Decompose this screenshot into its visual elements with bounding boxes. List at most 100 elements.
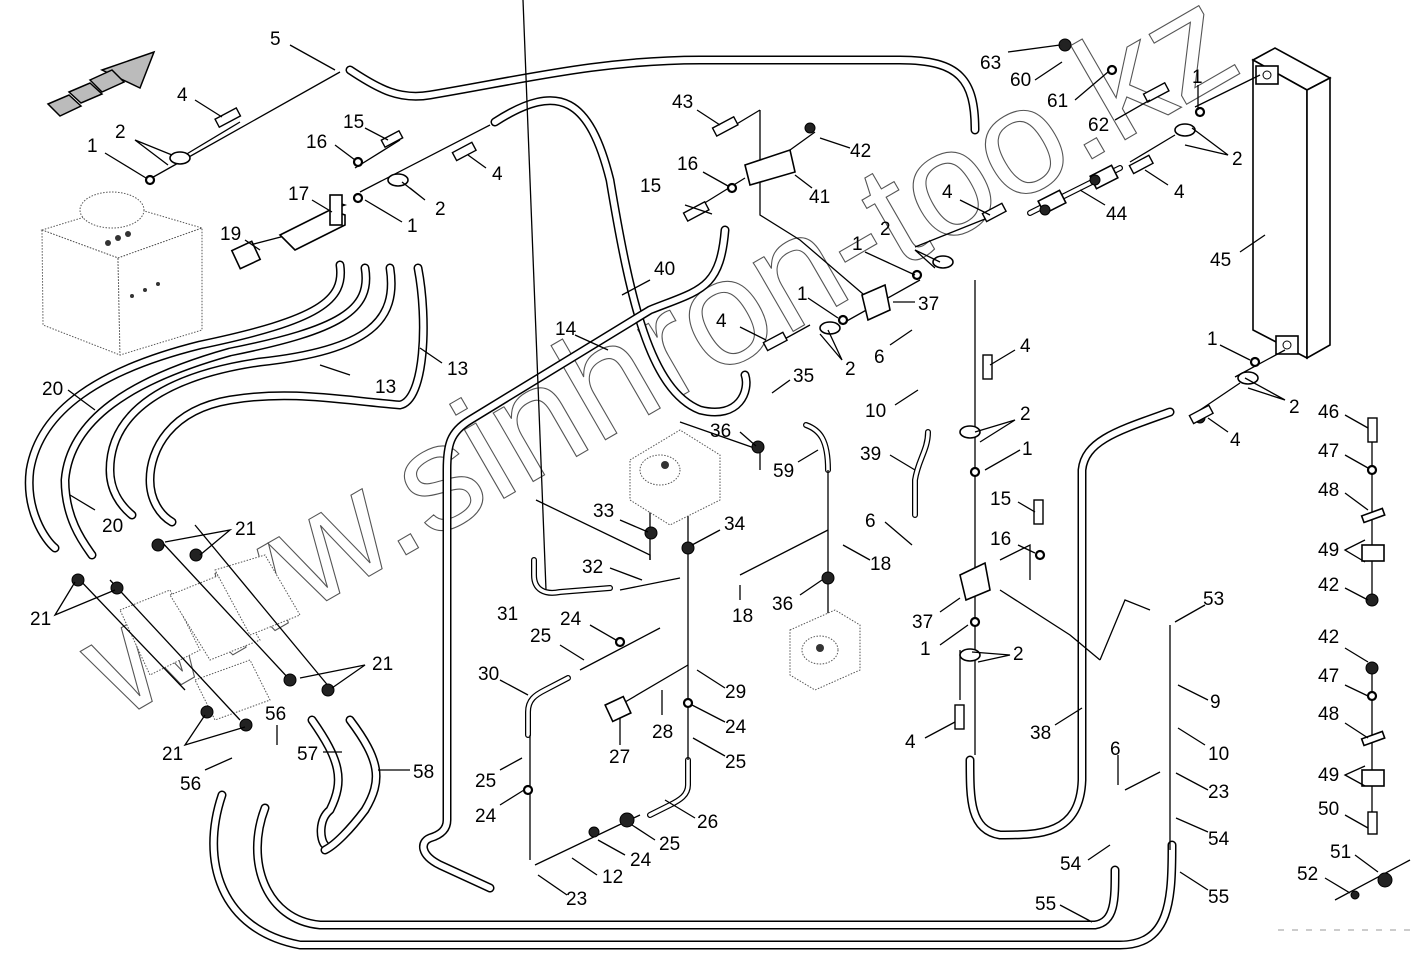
callout-34[interactable]: 34 <box>724 514 746 535</box>
callout-26[interactable]: 26 <box>697 812 718 833</box>
callout-6[interactable]: 6 <box>874 347 885 368</box>
callout-42[interactable]: 42 <box>1318 627 1339 648</box>
callout-58[interactable]: 58 <box>413 762 434 783</box>
callout-59[interactable]: 59 <box>773 461 794 482</box>
callout-18[interactable]: 18 <box>870 554 891 575</box>
callout-4[interactable]: 4 <box>1020 336 1031 357</box>
callout-20[interactable]: 20 <box>102 516 123 537</box>
callout-24[interactable]: 24 <box>560 609 582 630</box>
callout-24[interactable]: 24 <box>475 806 497 827</box>
callout-5[interactable]: 5 <box>270 29 281 50</box>
callout-43[interactable]: 43 <box>672 92 693 113</box>
callout-23[interactable]: 23 <box>566 889 587 910</box>
callout-33[interactable]: 33 <box>593 501 614 522</box>
callout-21[interactable]: 21 <box>372 654 393 675</box>
callout-1[interactable]: 1 <box>407 216 418 237</box>
callout-57[interactable]: 57 <box>297 744 318 765</box>
callout-42[interactable]: 42 <box>1318 575 1339 596</box>
callout-13[interactable]: 13 <box>447 359 468 380</box>
callout-48[interactable]: 48 <box>1318 480 1339 501</box>
callout-4[interactable]: 4 <box>942 182 953 203</box>
callout-42[interactable]: 42 <box>850 141 871 162</box>
callout-36[interactable]: 36 <box>710 421 731 442</box>
callout-12[interactable]: 12 <box>602 867 623 888</box>
callout-4[interactable]: 4 <box>492 164 503 185</box>
callout-35[interactable]: 35 <box>793 366 814 387</box>
callout-24[interactable]: 24 <box>725 717 747 738</box>
callout-1[interactable]: 1 <box>852 234 863 255</box>
callout-37[interactable]: 37 <box>918 294 939 315</box>
callout-45[interactable]: 45 <box>1210 250 1231 271</box>
callout-36[interactable]: 36 <box>772 594 793 615</box>
callout-4[interactable]: 4 <box>1230 430 1241 451</box>
callout-49[interactable]: 49 <box>1318 765 1339 786</box>
callout-10[interactable]: 10 <box>865 401 886 422</box>
callout-47[interactable]: 47 <box>1318 441 1339 462</box>
callout-15[interactable]: 15 <box>343 112 364 133</box>
callout-21[interactable]: 21 <box>162 744 183 765</box>
callout-25[interactable]: 25 <box>530 626 551 647</box>
callout-44[interactable]: 44 <box>1106 204 1128 225</box>
callout-1[interactable]: 1 <box>87 136 98 157</box>
callout-4[interactable]: 4 <box>716 311 727 332</box>
callout-56[interactable]: 56 <box>180 774 201 795</box>
callout-2[interactable]: 2 <box>1232 149 1243 170</box>
callout-25[interactable]: 25 <box>475 771 496 792</box>
callout-21[interactable]: 21 <box>30 609 51 630</box>
callout-4[interactable]: 4 <box>1174 182 1185 203</box>
callout-18[interactable]: 18 <box>732 606 753 627</box>
callout-25[interactable]: 25 <box>659 834 680 855</box>
callout-25[interactable]: 25 <box>725 752 746 773</box>
callout-1[interactable]: 1 <box>797 284 808 305</box>
callout-6[interactable]: 6 <box>1110 739 1121 760</box>
callout-56[interactable]: 56 <box>265 704 286 725</box>
callout-60[interactable]: 60 <box>1010 70 1031 91</box>
callout-20[interactable]: 20 <box>42 379 63 400</box>
callout-55[interactable]: 55 <box>1035 894 1056 915</box>
callout-54[interactable]: 54 <box>1060 854 1082 875</box>
callout-19[interactable]: 19 <box>220 224 241 245</box>
callout-24[interactable]: 24 <box>630 850 652 871</box>
callout-14[interactable]: 14 <box>555 319 577 340</box>
callout-32[interactable]: 32 <box>582 557 603 578</box>
callout-2[interactable]: 2 <box>1020 404 1031 425</box>
callout-61[interactable]: 61 <box>1047 91 1068 112</box>
callout-2[interactable]: 2 <box>1289 397 1300 418</box>
callout-15[interactable]: 15 <box>990 489 1011 510</box>
callout-52[interactable]: 52 <box>1297 864 1318 885</box>
callout-1[interactable]: 1 <box>920 639 931 660</box>
callout-4[interactable]: 4 <box>905 732 916 753</box>
callout-2[interactable]: 2 <box>1013 644 1024 665</box>
callout-1[interactable]: 1 <box>1022 439 1033 460</box>
callout-2[interactable]: 2 <box>845 359 856 380</box>
callout-16[interactable]: 16 <box>306 132 327 153</box>
callout-62[interactable]: 62 <box>1088 115 1109 136</box>
callout-50[interactable]: 50 <box>1318 799 1339 820</box>
callout-15[interactable]: 15 <box>640 176 661 197</box>
callout-63[interactable]: 63 <box>980 53 1001 74</box>
callout-30[interactable]: 30 <box>478 664 499 685</box>
callout-28[interactable]: 28 <box>652 722 673 743</box>
callout-46[interactable]: 46 <box>1318 402 1339 423</box>
callout-29[interactable]: 29 <box>725 682 746 703</box>
callout-41[interactable]: 41 <box>809 187 830 208</box>
callout-2[interactable]: 2 <box>435 199 446 220</box>
callout-16[interactable]: 16 <box>677 154 698 175</box>
callout-47[interactable]: 47 <box>1318 666 1339 687</box>
callout-48[interactable]: 48 <box>1318 704 1339 725</box>
callout-27[interactable]: 27 <box>609 747 630 768</box>
callout-38[interactable]: 38 <box>1030 723 1051 744</box>
callout-23[interactable]: 23 <box>1208 782 1229 803</box>
callout-39[interactable]: 39 <box>860 444 881 465</box>
callout-1[interactable]: 1 <box>1207 329 1218 350</box>
callout-54[interactable]: 54 <box>1208 829 1230 850</box>
callout-9[interactable]: 9 <box>1210 692 1221 713</box>
callout-49[interactable]: 49 <box>1318 540 1339 561</box>
callout-21[interactable]: 21 <box>235 519 256 540</box>
callout-10[interactable]: 10 <box>1208 744 1229 765</box>
callout-40[interactable]: 40 <box>654 259 675 280</box>
callout-51[interactable]: 51 <box>1330 842 1351 863</box>
callout-37[interactable]: 37 <box>912 612 933 633</box>
callout-55[interactable]: 55 <box>1208 887 1229 908</box>
callout-4[interactable]: 4 <box>177 85 188 106</box>
